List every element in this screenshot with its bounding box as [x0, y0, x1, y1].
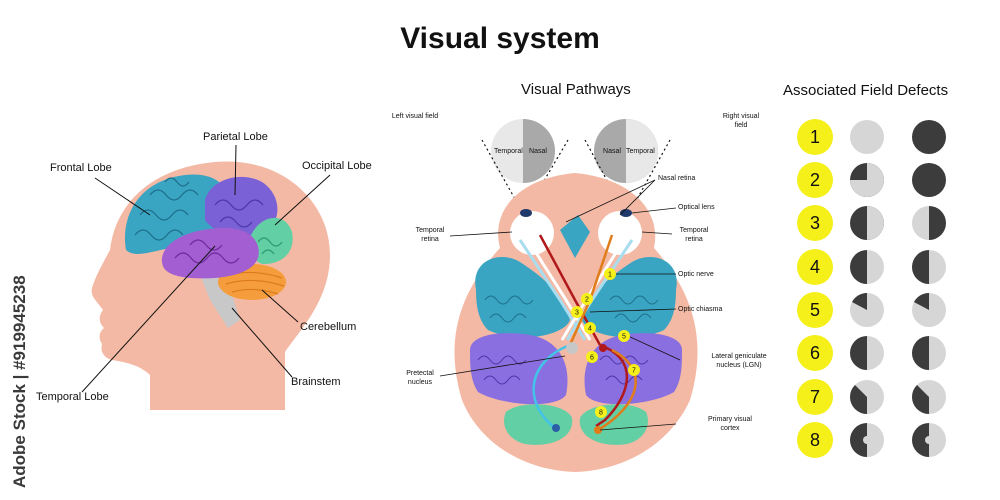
label-optical-lens: Optical lens — [678, 204, 715, 211]
label-right-visual-field: Right visual field — [722, 113, 760, 129]
defect-number-4: 4 — [797, 249, 833, 285]
label-lgn: Lateral geniculate nucleus (LGN) — [711, 353, 767, 369]
label-temporal-lobe: Temporal Lobe — [36, 391, 109, 403]
label-left-nasal: Nasal — [529, 148, 547, 155]
pathway-marker-3: 3 — [571, 306, 583, 318]
pathway-marker-4: 4 — [584, 322, 596, 334]
label-primary-visual-cortex: Primary visual cortex — [708, 416, 752, 432]
defect-number-2: 2 — [797, 162, 833, 198]
defect-row-4-right — [912, 250, 946, 284]
defect-number-6: 6 — [797, 335, 833, 371]
defect-row-3-left — [850, 206, 884, 240]
defect-row-6-right — [912, 336, 946, 370]
defect-row-1-left — [850, 120, 884, 154]
defect-row-4-left — [850, 250, 884, 284]
pathway-marker-7: 7 — [628, 364, 640, 376]
defect-row-8-right — [912, 423, 946, 457]
defect-row-8-left — [850, 423, 884, 457]
label-cerebellum: Cerebellum — [300, 321, 357, 333]
defect-row-7-left — [850, 380, 884, 414]
pathway-marker-6: 6 — [586, 351, 598, 363]
pathway-marker-5: 5 — [618, 330, 630, 342]
frontal-gyri — [134, 177, 199, 241]
defect-row-2-right — [912, 163, 946, 197]
defect-row-1-right — [912, 120, 946, 154]
defect-row-7-right — [912, 380, 946, 414]
label-right-nasal: Nasal — [603, 148, 621, 155]
defect-row-5-right — [912, 293, 946, 327]
left-purple-lobe — [470, 333, 568, 405]
label-parietal-lobe: Parietal Lobe — [203, 131, 268, 143]
defect-number-5: 5 — [797, 292, 833, 328]
parietal-lobe-shape — [205, 176, 278, 236]
defect-row-6-left — [850, 336, 884, 370]
svg-text:7: 7 — [632, 368, 636, 375]
label-temporal-retina-left: Temporal retina — [415, 227, 445, 243]
left-lens — [520, 209, 532, 217]
defect-row-3-right — [912, 206, 946, 240]
brainstem-shape — [200, 272, 240, 328]
pathway-marker-2: 2 — [581, 293, 593, 305]
occipital-lobe-shape — [249, 217, 293, 265]
defect-number-3: 3 — [797, 205, 833, 241]
left-visual-field-circle — [491, 119, 555, 183]
defect-number-7: 7 — [797, 379, 833, 415]
svg-text:5: 5 — [622, 334, 626, 341]
label-nasal-retina: Nasal retina — [658, 175, 696, 182]
visual-pathways-heading: Visual Pathways — [521, 81, 631, 98]
defect-number-8: 8 — [797, 422, 833, 458]
svg-text:3: 3 — [575, 310, 579, 317]
pathway-marker-8: 8 — [595, 406, 607, 418]
label-left-temporal: Temporal — [494, 148, 523, 155]
label-optic-chiasma: Optic chiasma — [678, 306, 723, 313]
svg-text:8: 8 — [599, 410, 603, 417]
right-frontal-lobe-top — [582, 257, 677, 338]
right-visual-field-circle — [594, 119, 658, 183]
svg-text:2: 2 — [585, 297, 589, 304]
label-optic-nerve: Optic nerve — [678, 271, 714, 278]
label-temporal-retina-right: Temporal retina — [679, 227, 709, 243]
label-brainstem: Brainstem — [291, 376, 341, 388]
left-frontal-lobe-top — [475, 257, 570, 338]
label-right-temporal: Temporal — [626, 148, 655, 155]
svg-text:4: 4 — [588, 326, 592, 333]
label-pretectal-nucleus: Pretectal nucleus — [406, 370, 434, 386]
label-occipital-lobe: Occipital Lobe — [302, 160, 372, 172]
svg-text:1: 1 — [608, 272, 612, 279]
defect-number-1: 1 — [797, 119, 833, 155]
defect-row-2-left — [850, 163, 884, 197]
right-lens — [620, 209, 632, 217]
defect-row-5-left — [850, 293, 884, 327]
temporal-lobe-shape — [161, 228, 259, 279]
label-frontal-lobe: Frontal Lobe — [50, 162, 112, 174]
left-occipital-top — [504, 404, 573, 445]
svg-text:6: 6 — [590, 355, 594, 362]
page-title: Visual system — [400, 22, 600, 55]
pathway-marker-1: 1 — [604, 268, 616, 280]
field-defects-heading: Associated Field Defects — [783, 82, 949, 99]
label-left-visual-field: Left visual field — [391, 113, 439, 120]
